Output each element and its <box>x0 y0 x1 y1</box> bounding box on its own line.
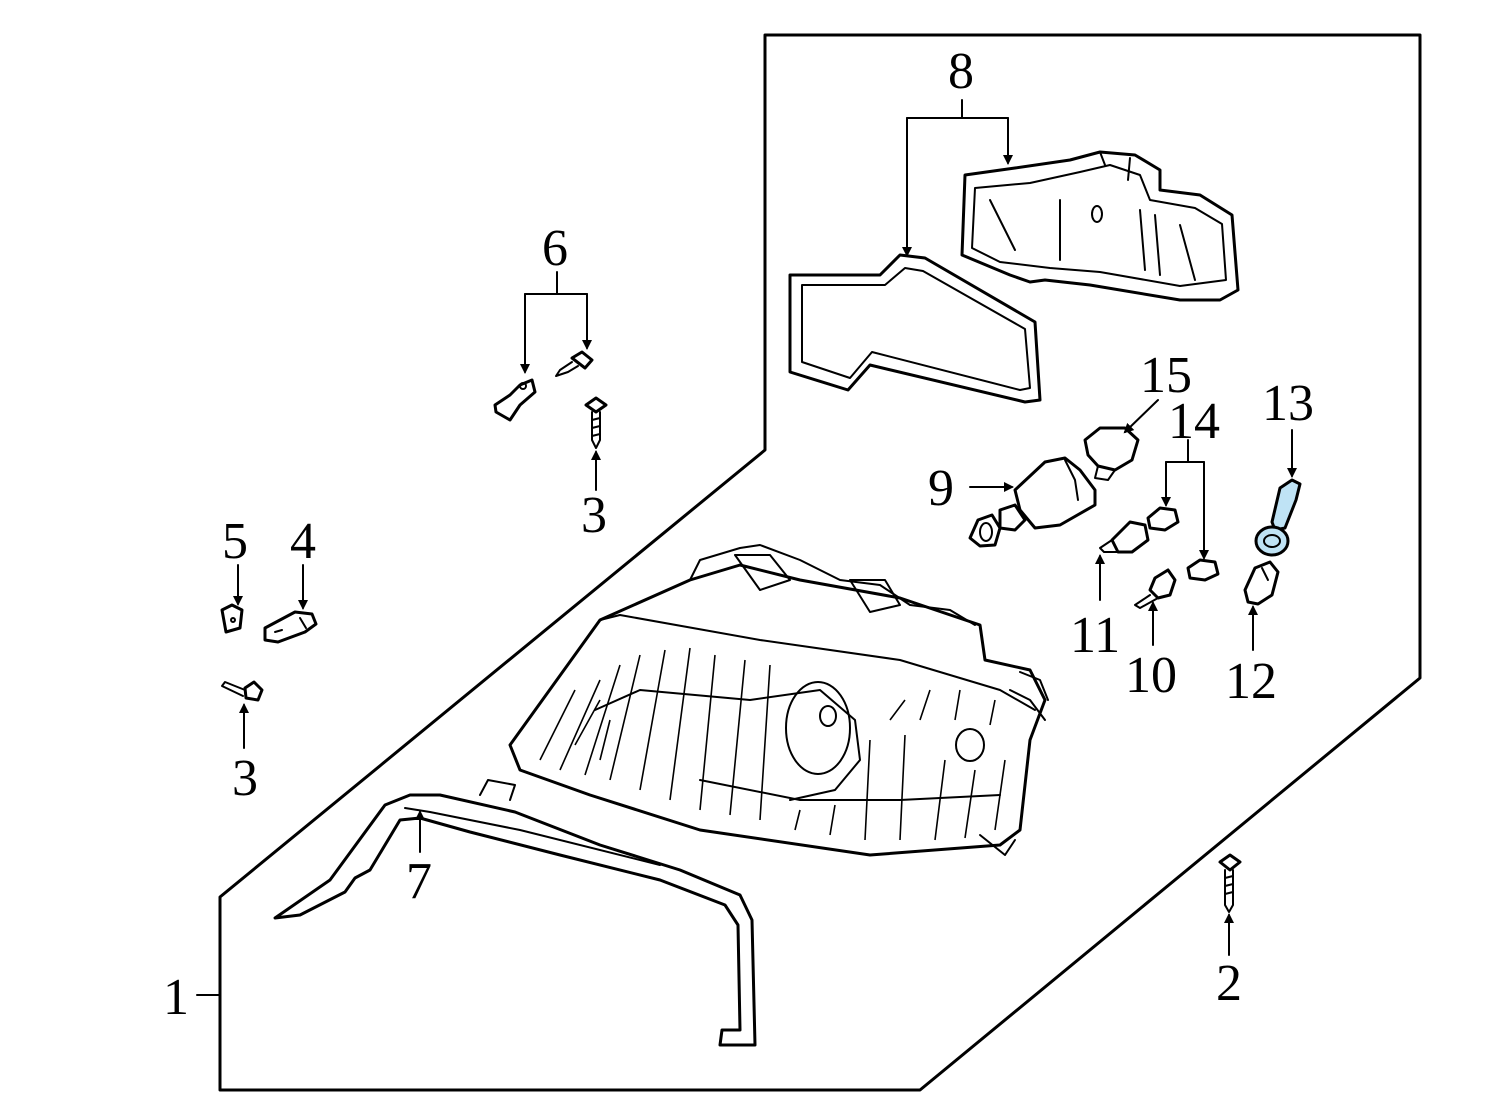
part-5-clip <box>220 603 244 634</box>
part-9-bulb-socket <box>968 456 1097 548</box>
part-11-bulb <box>1099 520 1150 554</box>
part-3-screw-upper <box>584 396 608 449</box>
callout-15: 15 <box>1140 347 1192 404</box>
part-2-screw <box>1218 853 1242 913</box>
leader-lines <box>196 99 1297 996</box>
callout-5: 5 <box>222 513 248 570</box>
callout-8: 8 <box>948 43 974 100</box>
part-14-socket-b <box>1186 558 1220 582</box>
part-14-socket-a <box>1146 506 1180 532</box>
part-10-bulb <box>1134 568 1177 609</box>
callout-9: 9 <box>928 460 954 517</box>
part-13-bulb-highlighted <box>1254 478 1302 557</box>
part-8-gasket <box>788 253 1042 404</box>
part-8-housing-cover <box>960 150 1240 302</box>
callout-3-upper: 3 <box>581 487 607 544</box>
callout-6: 6 <box>542 220 568 277</box>
callout-4: 4 <box>290 513 316 570</box>
callout-labels: 1 2 3 3 3 4 5 6 7 8 9 10 11 12 13 14 15 <box>163 43 1314 1026</box>
part-6-screw <box>555 350 594 377</box>
callout-11: 11 <box>1070 607 1120 664</box>
part-12-bulb <box>1243 560 1280 606</box>
callout-12: 12 <box>1225 653 1277 710</box>
callout-3-left: 3 <box>232 750 258 807</box>
headlamp-assembly <box>508 544 1049 857</box>
callout-13: 13 <box>1262 375 1314 432</box>
callout-1: 1 <box>163 969 189 1026</box>
part-4-clip <box>263 610 318 644</box>
callout-7: 7 <box>406 853 432 910</box>
part-6-bracket <box>493 378 537 422</box>
assembly-group-outline <box>218 33 1422 1092</box>
callout-14: 14 <box>1168 393 1220 450</box>
part-15-connector <box>1083 426 1140 481</box>
callout-2: 2 <box>1216 955 1242 1012</box>
callout-10: 10 <box>1125 647 1177 704</box>
part-3-screw-left <box>221 680 264 702</box>
